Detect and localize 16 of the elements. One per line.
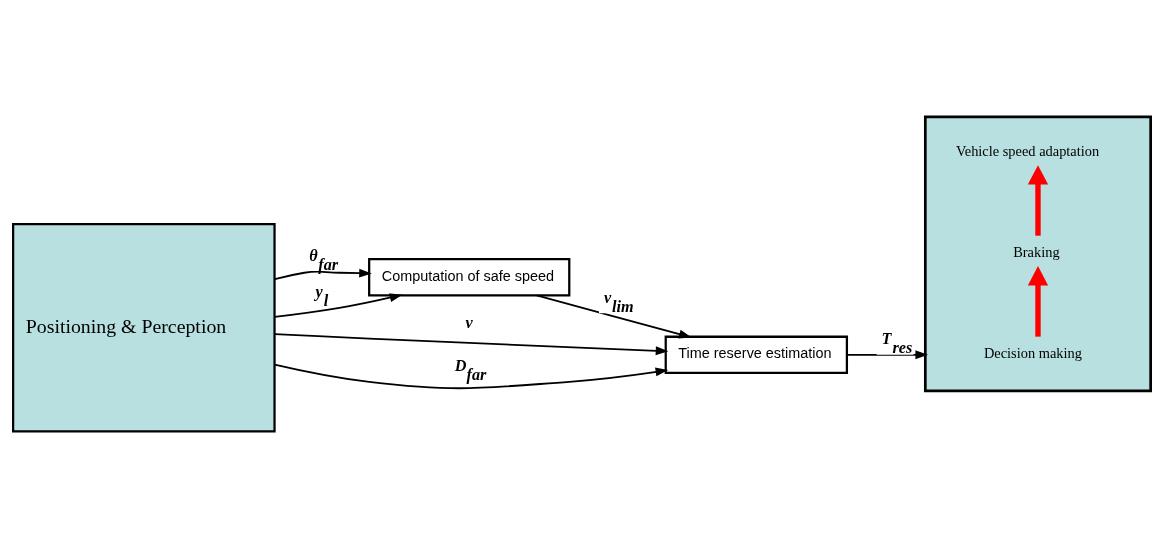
- arrow: [273, 268, 372, 280]
- arrow: [273, 363, 669, 389]
- edge-label: v: [465, 313, 473, 332]
- arrow: [846, 349, 929, 359]
- node-box: Computation of safe speed: [368, 257, 571, 296]
- arrow: [535, 293, 692, 338]
- node-text: Decision making: [983, 344, 1082, 361]
- node-text: Vehicle speed adaptation: [955, 142, 1100, 159]
- arrow: [273, 332, 669, 355]
- arrow: [273, 292, 403, 318]
- arrow: [1027, 265, 1049, 337]
- cluster: [923, 114, 1152, 392]
- arrow: [1027, 164, 1049, 236]
- node-box: Time reserve estimation: [664, 335, 849, 374]
- node-text: Braking: [1013, 243, 1060, 260]
- node-box: Positioning & Perception: [12, 222, 276, 432]
